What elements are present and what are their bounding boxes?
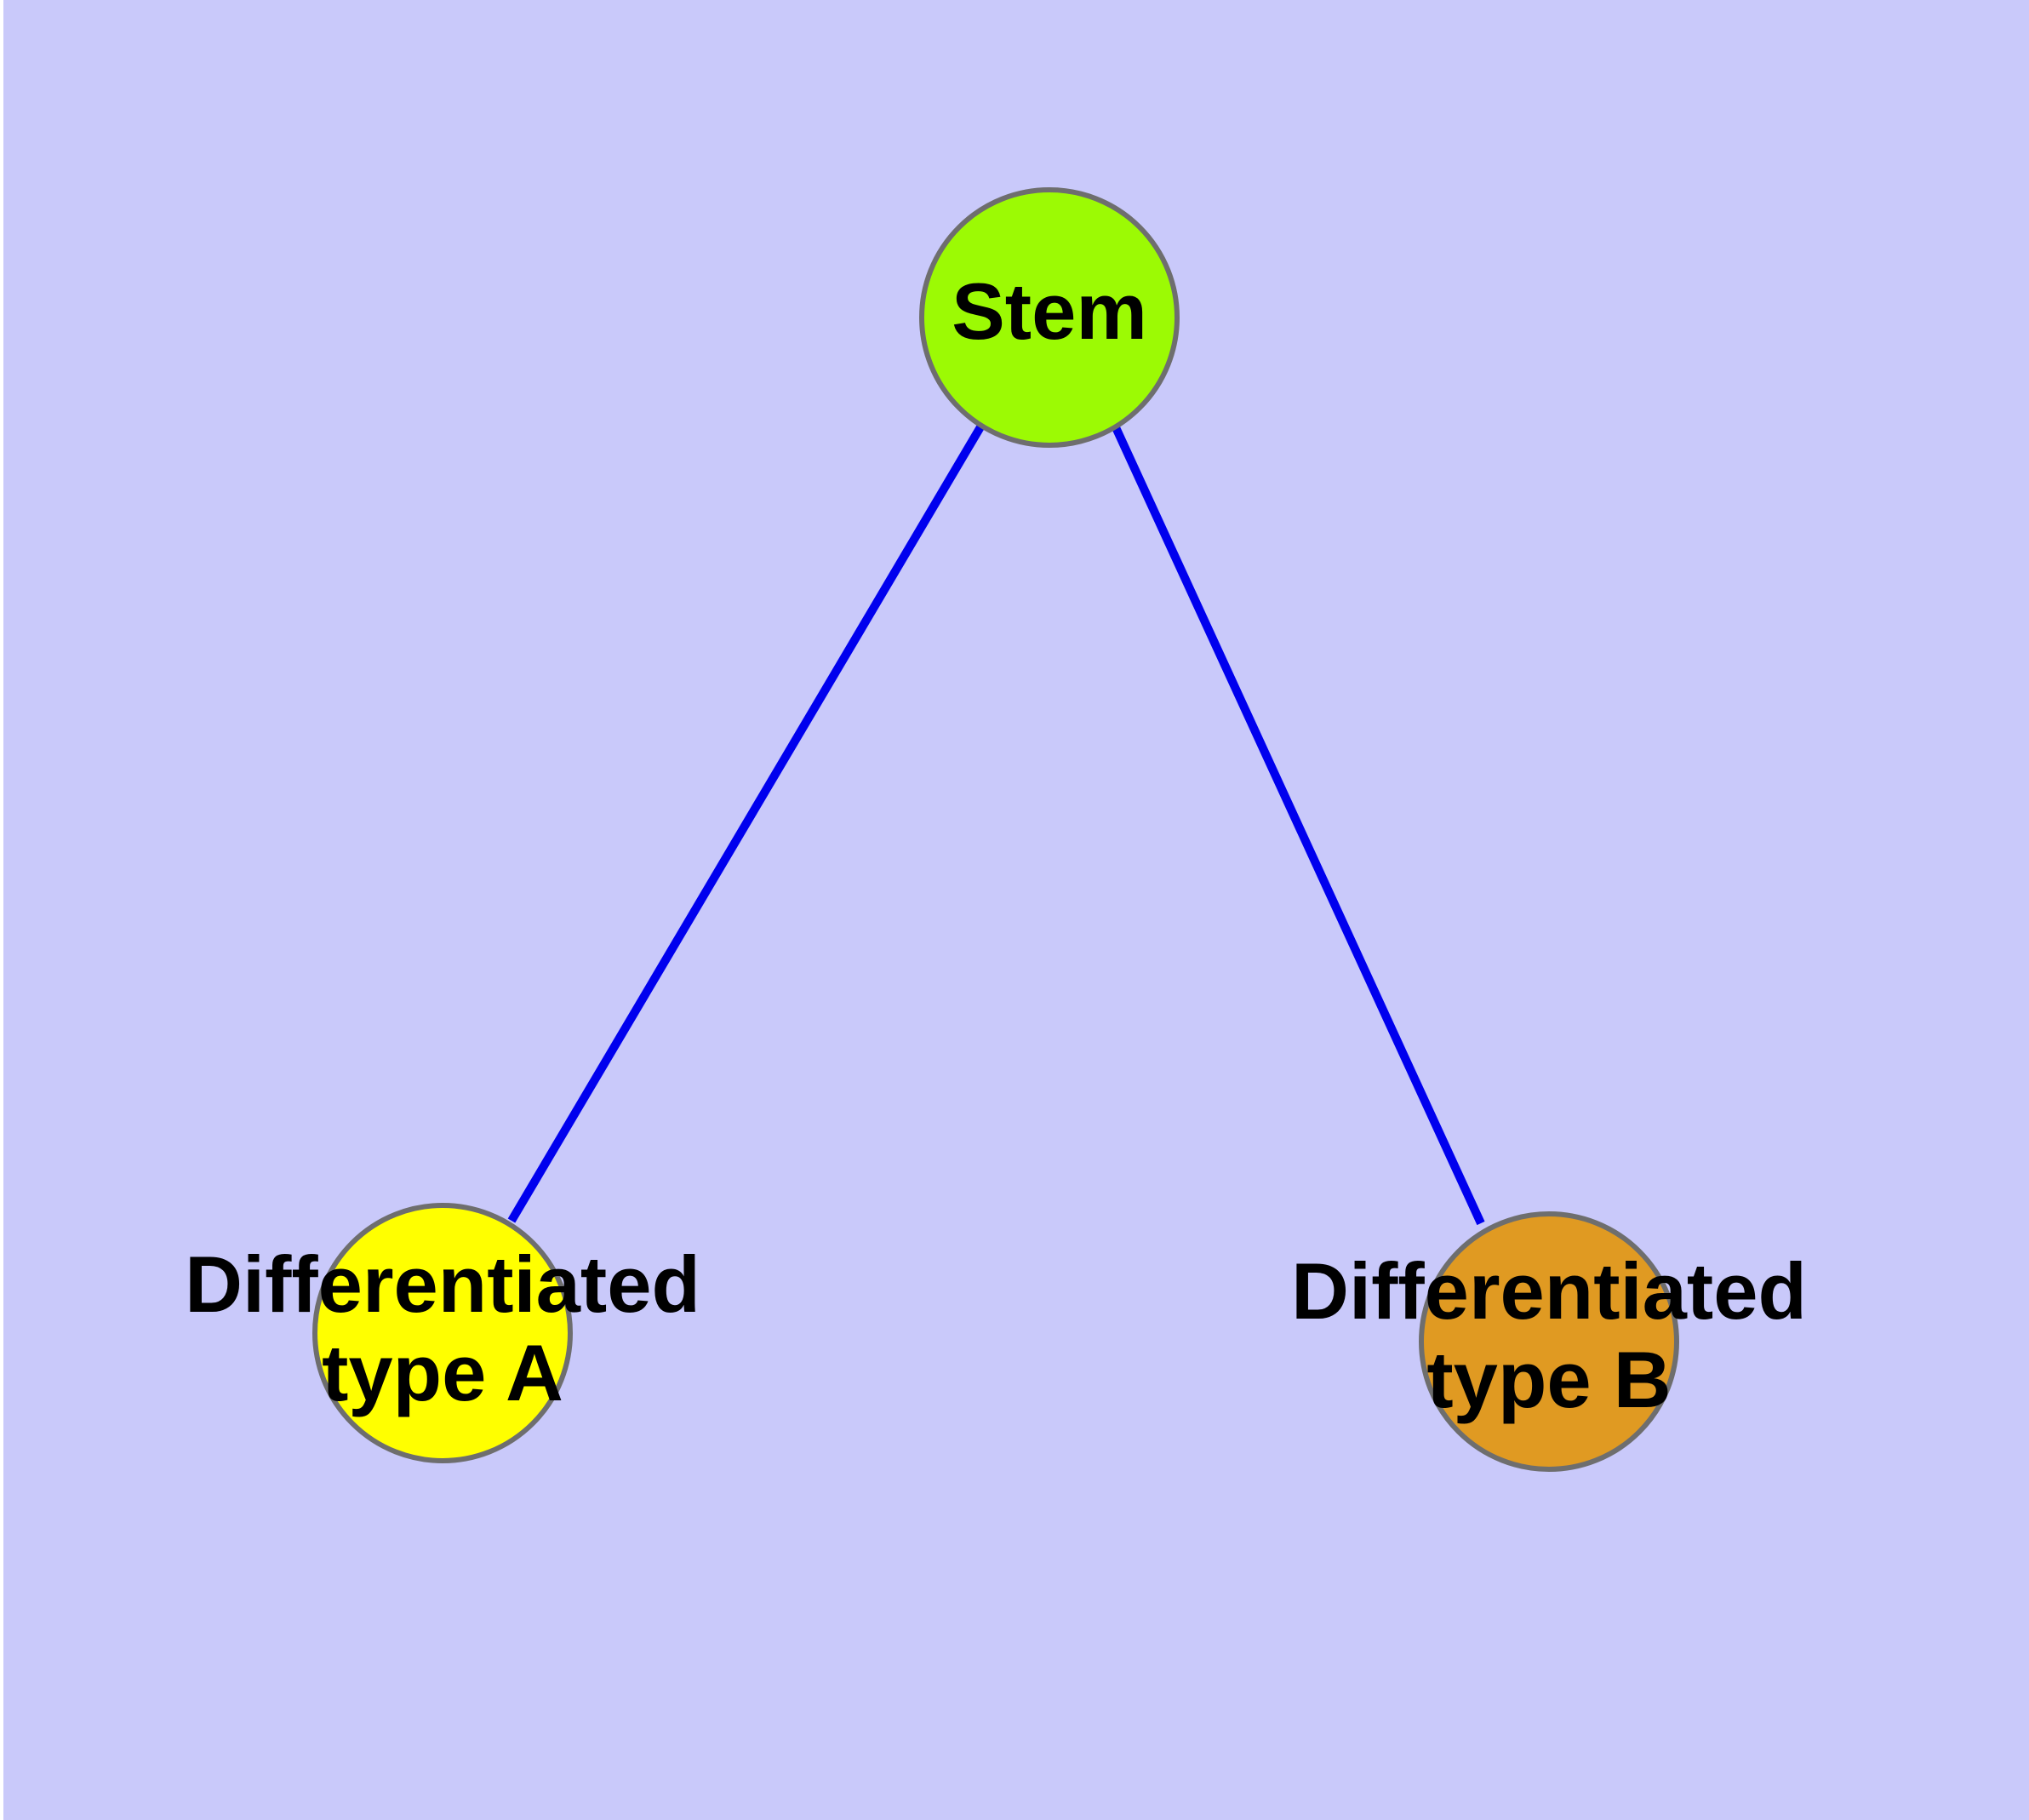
node-differentiated-type-b-circle[interactable] [1419, 1211, 1679, 1472]
node-stem[interactable]: Stem [919, 187, 1180, 448]
edge-layer [507, 423, 1485, 1226]
node-differentiated-type-a-circle[interactable] [312, 1203, 573, 1463]
node-layer: Stem Differentiated type A Differentiate… [185, 187, 1807, 1472]
node-differentiated-type-a[interactable]: Differentiated type A [185, 1203, 700, 1463]
node-differentiated-type-b-label-line-1: Differentiated [1291, 1246, 1807, 1336]
node-differentiated-type-b-label-line-2: type B [1426, 1335, 1671, 1424]
node-stem-label-line-1: Stem [952, 266, 1147, 356]
node-differentiated-type-b[interactable]: Differentiated type B [1291, 1211, 1807, 1472]
edge-stem-to-differentiated-type-b[interactable] [1111, 423, 1485, 1226]
node-differentiated-type-a-label-line-1: Differentiated [185, 1239, 700, 1329]
node-stem-circle[interactable] [919, 187, 1180, 448]
node-differentiated-type-a-label-line-2: type A [322, 1328, 563, 1417]
edge-stem-to-differentiated-type-a[interactable] [507, 423, 986, 1223]
